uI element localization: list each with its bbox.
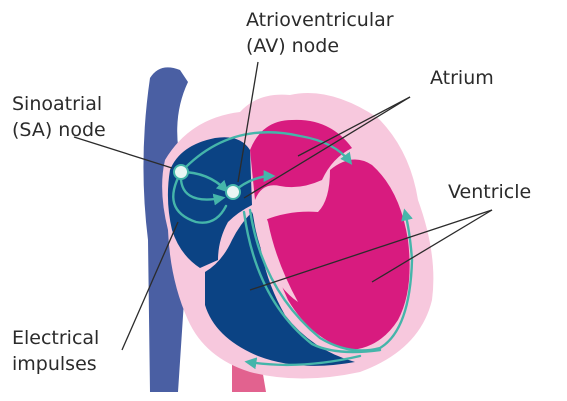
- label-impulses-line1: Electrical: [12, 327, 99, 349]
- label-sa-node-line2: (SA) node: [12, 119, 106, 141]
- label-ventricle: Ventricle: [448, 181, 531, 203]
- label-av-node-line2: (AV) node: [246, 35, 339, 57]
- label-av-node-line1: Atrioventricular: [246, 9, 394, 31]
- label-sa-node-line1: Sinoatrial: [12, 93, 102, 115]
- label-atrium: Atrium: [430, 67, 494, 89]
- sa-node: [174, 165, 188, 179]
- av-node: [226, 185, 240, 199]
- label-impulses-line2: impulses: [12, 353, 97, 375]
